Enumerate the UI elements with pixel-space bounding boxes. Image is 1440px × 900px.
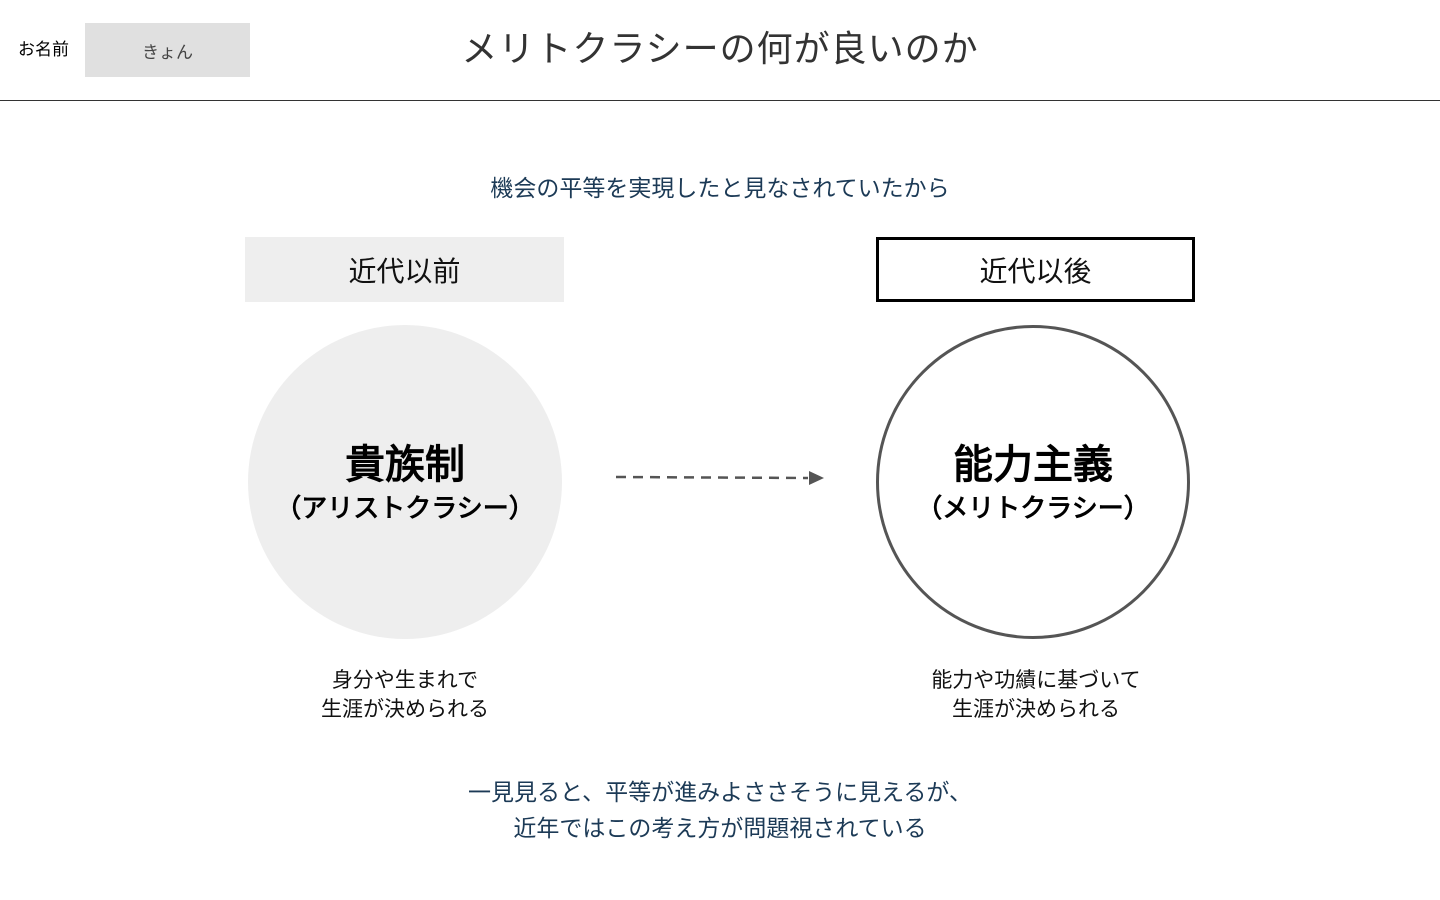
header-divider: [0, 100, 1440, 101]
meritocracy-circle: 能力主義 （メリトクラシー）: [876, 325, 1190, 639]
aristocracy-title: 貴族制: [345, 442, 465, 488]
aristocracy-desc-line1: 身分や生まれで: [331, 668, 479, 692]
conclusion-line1: 一見見ると、平等が進みよささそうに見えるが、: [468, 780, 972, 806]
name-input[interactable]: きょん: [85, 23, 250, 77]
meritocracy-desc-line2: 生涯が決められる: [952, 697, 1120, 721]
page-title: メリトクラシーの何が良いのか: [461, 29, 979, 70]
meritocracy-desc-line1: 能力や功績に基づいて: [931, 668, 1141, 692]
meritocracy-description: 能力や功績に基づいて 生涯が決められる: [876, 666, 1196, 724]
meritocracy-subtitle: （メリトクラシー）: [916, 494, 1150, 524]
aristocracy-desc-line2: 生涯が決められる: [321, 697, 489, 721]
era-after-text: 近代以後: [979, 254, 1092, 288]
era-before-text: 近代以前: [348, 254, 461, 288]
aristocracy-description: 身分や生まれで 生涯が決められる: [245, 666, 565, 724]
meritocracy-title: 能力主義: [953, 442, 1113, 488]
arrow-shaft: [615, 475, 809, 480]
dashed-arrow-right-icon: [615, 471, 824, 485]
conclusion-text: 一見見ると、平等が進みよささそうに見えるが、 近年ではこの考え方が問題視されてい…: [320, 775, 1120, 847]
aristocracy-circle: 貴族制 （アリストクラシー）: [248, 325, 562, 639]
aristocracy-subtitle: （アリストクラシー）: [275, 494, 535, 524]
conclusion-line2: 近年ではこの考え方が問題視されている: [513, 816, 927, 842]
era-label-after: 近代以後: [876, 237, 1195, 302]
lead-text: 機会の平等を実現したと見なされていたから: [490, 176, 950, 202]
name-label: お名前: [18, 40, 69, 60]
era-label-before: 近代以前: [245, 237, 564, 302]
arrow-head: [809, 471, 824, 485]
name-value: きょん: [142, 42, 193, 63]
